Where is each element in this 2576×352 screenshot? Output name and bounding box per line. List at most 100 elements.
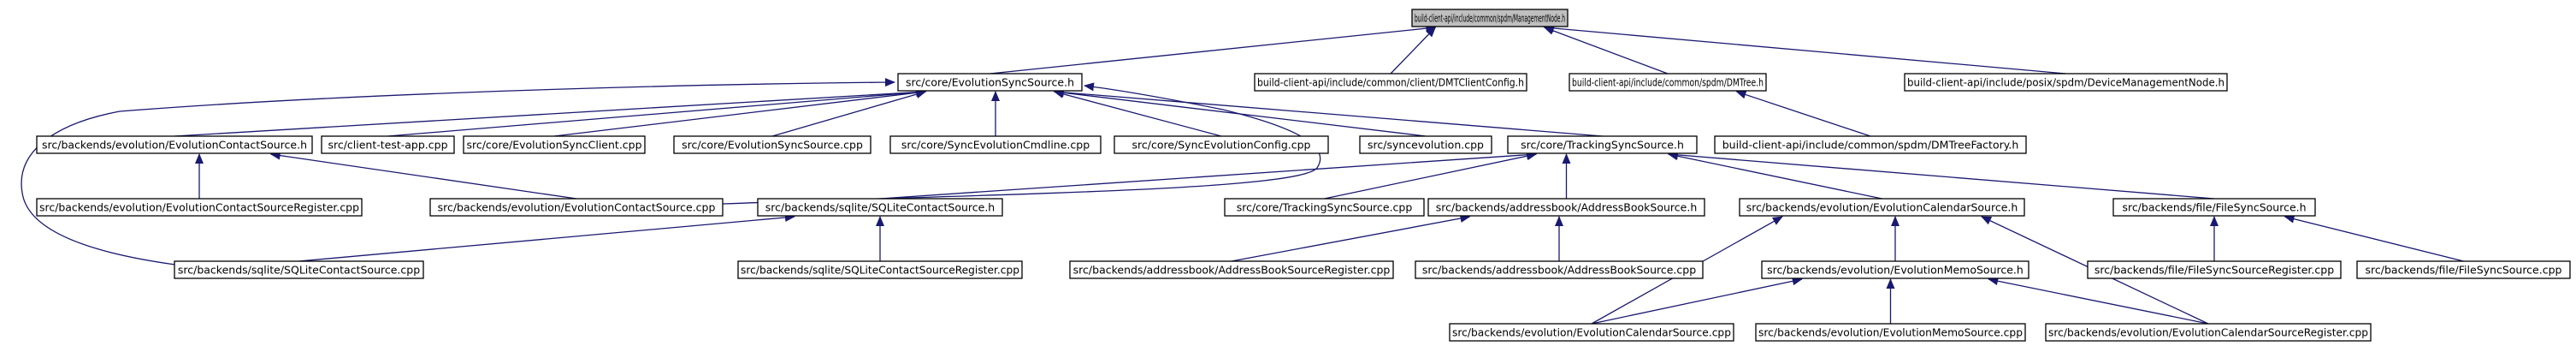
node-box <box>174 260 424 279</box>
node-label: src/backends/evolution/EvolutionContactS… <box>438 201 716 214</box>
node-syncevolution-cpp[interactable]: src/syncevolution.cpp <box>1359 135 1492 154</box>
node-box <box>737 260 1023 279</box>
edge-dmtree-h-to-mgmt-node-h <box>1543 27 1669 75</box>
node-label: src/syncevolution.cpp <box>1368 139 1484 152</box>
node-label: src/core/EvolutionSyncSource.h <box>906 76 1074 89</box>
node-box <box>1714 135 2027 154</box>
node-box <box>1739 198 2025 217</box>
node-addressbook-source-cpp[interactable]: src/backends/addressbook/AddressBookSour… <box>1415 260 1704 279</box>
edge-dmtree-factory-h-to-dmtree-h <box>1735 90 1871 137</box>
node-label: src/backends/sqlite/SQLiteContactSource.… <box>178 264 420 277</box>
node-label: src/backends/evolution/EvolutionContactS… <box>39 201 359 214</box>
node-box <box>1254 73 1527 92</box>
node-box <box>1507 135 1698 154</box>
edge-file-sync-source-cpp-to-file-sync-source-h <box>2284 214 2464 262</box>
edge-client-test-app-cpp-to-evo-sync-source-h <box>387 87 927 137</box>
node-evo-contact-source-register-cpp[interactable]: src/backends/evolution/EvolutionContactS… <box>36 198 363 217</box>
node-box <box>429 198 724 217</box>
node-label: src/backends/file/FileSyncSource.cpp <box>2366 264 2562 277</box>
node-client-test-app-cpp[interactable]: src/client-test-app.cpp <box>321 135 455 154</box>
node-file-sync-source-h[interactable]: src/backends/file/FileSyncSource.h <box>2112 198 2316 217</box>
node-box <box>1114 135 1329 154</box>
nodes-layer: build-client-api/include/common/spdm/Man… <box>36 9 2571 342</box>
edge-evo-sync-source-h-to-mgmt-node-h <box>990 24 1437 75</box>
node-box <box>757 198 1003 217</box>
edge-evo-sync-source-cpp-to-evo-sync-source-h <box>771 90 927 137</box>
node-label: src/backends/evolution/EvolutionCalendar… <box>2048 326 2368 339</box>
node-label: src/core/EvolutionSyncSource.cpp <box>682 139 863 152</box>
node-evo-sync-source-h[interactable]: src/core/EvolutionSyncSource.h <box>897 73 1083 92</box>
node-box <box>1069 260 1394 279</box>
node-box <box>2087 260 2342 279</box>
node-box <box>1427 198 1705 217</box>
edge-tracking-sync-source-h-to-evo-sync-source-h <box>1053 87 1603 137</box>
node-box <box>2045 323 2372 342</box>
edge-evo-calendar-source-h-to-tracking-sync-source-h <box>1667 152 1882 200</box>
node-box <box>897 73 1083 92</box>
node-evo-contact-source-h[interactable]: src/backends/evolution/EvolutionContactS… <box>36 135 313 154</box>
node-label: build-client-api/include/common/client/D… <box>1257 76 1524 89</box>
node-box <box>1224 198 1425 217</box>
node-label: src/core/SyncEvolutionCmdline.cpp <box>901 139 1090 152</box>
edge-evo-calendar-source-cpp-to-evo-memo-source-h <box>1591 277 1803 325</box>
node-box <box>1415 260 1704 279</box>
node-label: src/backends/evolution/EvolutionCalendar… <box>1452 326 1731 339</box>
node-evo-contact-source-cpp[interactable]: src/backends/evolution/EvolutionContactS… <box>429 198 724 217</box>
edge-addressbook-source-register-cpp-to-addressbook-source-h <box>1231 214 1471 262</box>
edge-sqlite-contact-source-cpp-to-evo-sync-source-h <box>21 78 895 265</box>
node-evo-memo-source-cpp[interactable]: src/backends/evolution/EvolutionMemoSour… <box>1755 323 2026 342</box>
node-tracking-sync-source-h[interactable]: src/core/TrackingSyncSource.h <box>1507 135 1698 154</box>
node-box <box>889 135 1102 154</box>
node-label: src/backends/evolution/EvolutionMemoSour… <box>1767 264 2024 277</box>
node-box <box>1761 260 2029 279</box>
node-sqlite-contact-source-h[interactable]: src/backends/sqlite/SQLiteContactSource.… <box>757 198 1003 217</box>
node-tracking-sync-source-cpp[interactable]: src/core/TrackingSyncSource.cpp <box>1224 198 1425 217</box>
node-file-sync-source-cpp[interactable]: src/backends/file/FileSyncSource.cpp <box>2356 260 2571 279</box>
node-dmtree-h[interactable]: build-client-api/include/common/spdm/DMT… <box>1569 73 1767 92</box>
node-box <box>1449 323 1734 342</box>
node-addressbook-source-h[interactable]: src/backends/addressbook/AddressBookSour… <box>1427 198 1705 217</box>
node-evo-sync-client-cpp[interactable]: src/core/EvolutionSyncClient.cpp <box>463 135 646 154</box>
node-label: build-client-api/include/common/spdm/Man… <box>1415 12 1565 25</box>
node-box <box>673 135 871 154</box>
node-label: src/core/TrackingSyncSource.cpp <box>1237 201 1413 214</box>
node-sqlite-contact-source-register-cpp[interactable]: src/backends/sqlite/SQLiteContactSourceR… <box>737 260 1023 279</box>
node-label: build-client-api/include/common/spdm/DMT… <box>1572 76 1764 89</box>
node-evo-calendar-source-cpp[interactable]: src/backends/evolution/EvolutionCalendar… <box>1449 323 1734 342</box>
node-box <box>463 135 646 154</box>
edge-evo-contact-source-cpp-to-evo-contact-source-h <box>269 151 577 200</box>
node-label: build-client-api/include/common/spdm/DMT… <box>1722 139 2019 152</box>
node-dmtree-factory-h[interactable]: build-client-api/include/common/spdm/DMT… <box>1714 135 2027 154</box>
edge-file-sync-source-h-to-tracking-sync-source-h <box>1667 150 2215 200</box>
node-evo-memo-source-h[interactable]: src/backends/evolution/EvolutionMemoSour… <box>1761 260 2029 279</box>
node-box <box>36 135 313 154</box>
edge-device-mgmt-node-h-to-mgmt-node-h <box>1543 23 2066 75</box>
node-box <box>1904 73 2228 92</box>
node-evo-sync-source-cpp[interactable]: src/core/EvolutionSyncSource.cpp <box>673 135 871 154</box>
node-dmt-client-config-h[interactable]: build-client-api/include/common/client/D… <box>1254 73 1527 92</box>
node-addressbook-source-register-cpp[interactable]: src/backends/addressbook/AddressBookSour… <box>1069 260 1394 279</box>
edge-sync-evo-config-cpp-to-evo-sync-source-h <box>1053 89 1222 137</box>
edge-dmt-client-config-h-to-mgmt-node-h <box>1390 27 1436 75</box>
edge-sqlite-contact-source-cpp-to-sqlite-contact-source-h <box>298 213 795 262</box>
node-evo-calendar-source-register-cpp[interactable]: src/backends/evolution/EvolutionCalendar… <box>2045 323 2372 342</box>
node-box <box>1569 73 1767 92</box>
node-label: src/backends/file/FileSyncSourceRegister… <box>2094 264 2334 277</box>
node-file-sync-source-register-cpp[interactable]: src/backends/file/FileSyncSourceRegister… <box>2087 260 2342 279</box>
node-label: src/backends/evolution/EvolutionContactS… <box>42 139 307 152</box>
edges-layer <box>21 23 2464 325</box>
node-box <box>2112 198 2316 217</box>
node-box <box>1359 135 1492 154</box>
node-label: src/backends/addressbook/AddressBookSour… <box>1073 264 1391 277</box>
node-evo-calendar-source-h[interactable]: src/backends/evolution/EvolutionCalendar… <box>1739 198 2025 217</box>
node-sqlite-contact-source-cpp[interactable]: src/backends/sqlite/SQLiteContactSource.… <box>174 260 424 279</box>
node-box <box>36 198 363 217</box>
node-device-mgmt-node-h[interactable]: build-client-api/include/posix/spdm/Devi… <box>1904 73 2228 92</box>
node-mgmt-node-h[interactable]: build-client-api/include/common/spdm/Man… <box>1411 9 1569 27</box>
node-box <box>1755 323 2026 342</box>
node-sync-evo-cmdline-cpp[interactable]: src/core/SyncEvolutionCmdline.cpp <box>889 135 1102 154</box>
node-sync-evo-config-cpp[interactable]: src/core/SyncEvolutionConfig.cpp <box>1114 135 1329 154</box>
node-label: src/core/SyncEvolutionConfig.cpp <box>1132 139 1311 152</box>
node-label: src/backends/sqlite/SQLiteContactSourceR… <box>741 264 1019 277</box>
